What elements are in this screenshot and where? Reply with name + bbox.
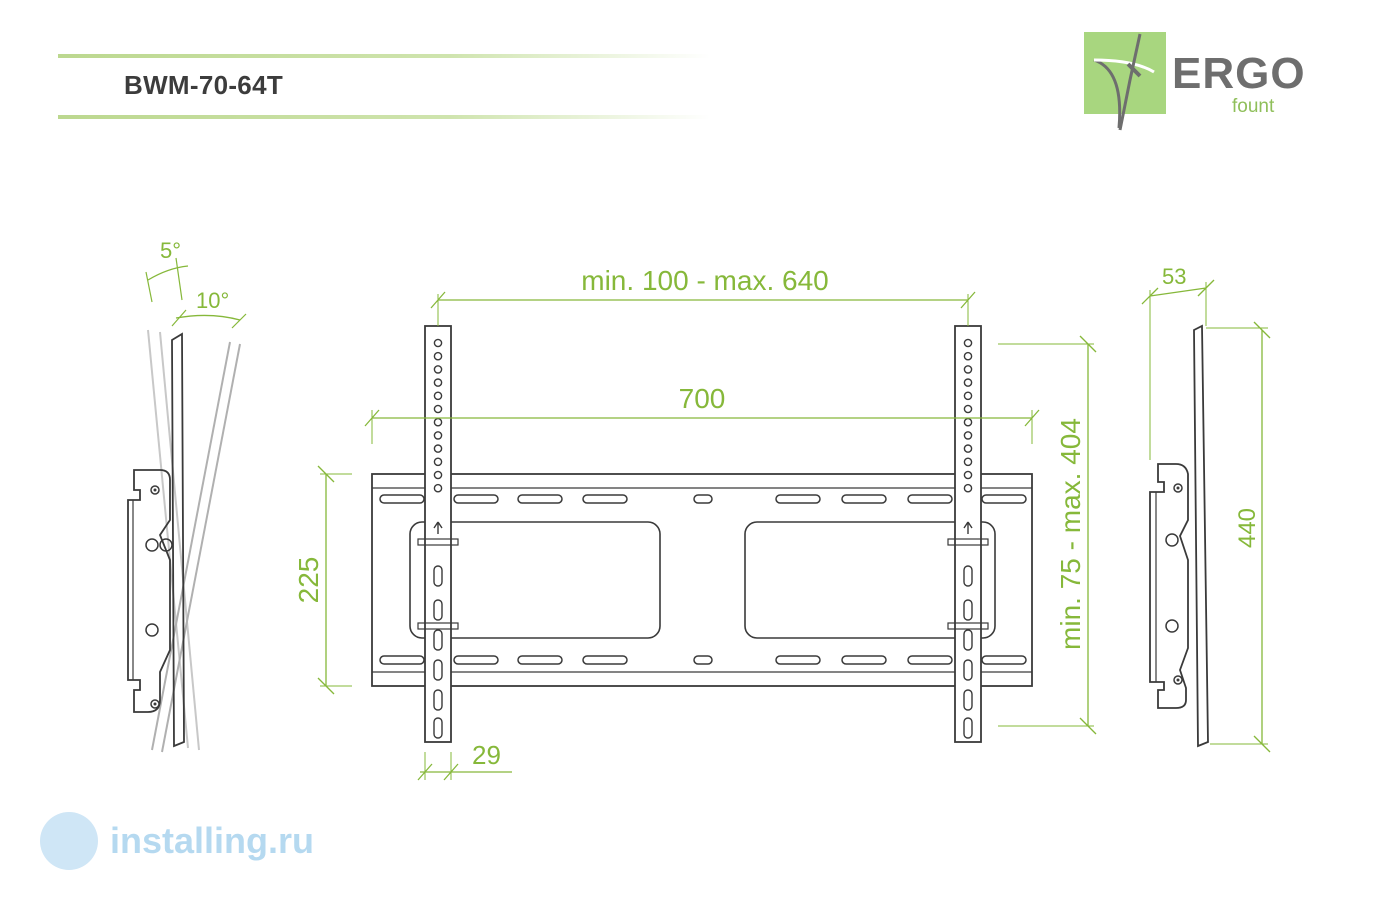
plate-height-label: 225 bbox=[293, 557, 324, 604]
arm-slot-hole bbox=[963, 565, 973, 587]
angle-10-label: 10° bbox=[196, 288, 229, 313]
arm-slot-hole bbox=[963, 659, 973, 681]
plate-width-label: 700 bbox=[679, 383, 726, 414]
arm-bolt bbox=[417, 538, 459, 546]
logo-arm-icon bbox=[1093, 33, 1155, 131]
arm-bolt bbox=[947, 538, 989, 546]
logo-subword: fount bbox=[1232, 96, 1275, 117]
dim-vesa-width bbox=[430, 291, 976, 326]
arm-round-hole bbox=[433, 457, 443, 467]
arm-round-hole bbox=[433, 378, 443, 387]
plate-slots-top bbox=[379, 494, 1027, 504]
watermark-text: installing.ru bbox=[110, 820, 315, 861]
dim-height bbox=[1206, 321, 1271, 753]
arm-round-hole bbox=[963, 378, 973, 387]
arm-round-hole bbox=[433, 365, 443, 374]
dim-plate-height bbox=[317, 465, 352, 695]
arm-bolt bbox=[417, 622, 459, 630]
arm-round-hole bbox=[963, 351, 973, 361]
arm-round-hole bbox=[963, 444, 973, 453]
arm-round-hole bbox=[963, 431, 973, 440]
vesa-height-label: min. 75 - max. 404 bbox=[1055, 418, 1086, 650]
arm-round-hole bbox=[433, 351, 443, 361]
logo-word: ERGO bbox=[1172, 49, 1306, 98]
dim-arm-width bbox=[417, 752, 512, 781]
arm-round-hole bbox=[963, 470, 973, 480]
arm-round-hole bbox=[963, 483, 973, 493]
arm-round-hole bbox=[963, 404, 973, 414]
watermark-logo-icon bbox=[40, 812, 98, 870]
vesa-width-label: min. 100 - max. 640 bbox=[581, 265, 828, 296]
arm-round-hole bbox=[433, 444, 443, 453]
header-rule-bottom bbox=[58, 115, 710, 119]
arm-round-hole bbox=[433, 338, 443, 348]
arm-round-hole bbox=[433, 431, 443, 440]
model-title: BWM-70-64T bbox=[124, 70, 284, 100]
height-label: 440 bbox=[1234, 508, 1261, 548]
angle-5-label: 5° bbox=[160, 238, 181, 263]
arm-slot-hole bbox=[433, 565, 443, 587]
depth-label: 53 bbox=[1162, 264, 1186, 289]
ergofount-logo: ERGO fount bbox=[1084, 30, 1305, 134]
arm-round-hole bbox=[433, 483, 443, 493]
arm-round-hole bbox=[433, 391, 443, 401]
arm-slot-hole bbox=[963, 599, 973, 621]
arm-width-label: 29 bbox=[472, 740, 501, 770]
arm-slot-hole bbox=[963, 689, 973, 711]
plate-slots-bottom bbox=[379, 655, 1027, 665]
arm-round-hole bbox=[963, 391, 973, 401]
dim-depth bbox=[1141, 279, 1215, 460]
arm-round-hole bbox=[433, 470, 443, 480]
arm-slot-hole bbox=[433, 659, 443, 681]
arm-slot-hole bbox=[963, 629, 973, 651]
arm-slot-hole bbox=[433, 717, 443, 739]
arm-round-hole bbox=[963, 338, 973, 348]
arm-round-hole bbox=[963, 365, 973, 374]
dim-plate-width bbox=[364, 409, 1040, 444]
header-rule-top bbox=[58, 54, 710, 58]
front-view bbox=[371, 325, 1033, 743]
watermark: installing.ru bbox=[22, 806, 314, 876]
arm-slot-hole bbox=[963, 717, 973, 739]
arm-bolt bbox=[947, 622, 989, 630]
arm-up-arrow-icon bbox=[433, 521, 443, 534]
arm-up-arrow-icon bbox=[963, 521, 973, 534]
arm-slot-hole bbox=[433, 599, 443, 621]
vertical-arm-left bbox=[417, 325, 459, 743]
side-view-tilt bbox=[127, 257, 247, 753]
arm-slot-hole bbox=[433, 689, 443, 711]
side-view-profile bbox=[1149, 324, 1209, 748]
arm-slot-hole bbox=[433, 629, 443, 651]
arm-round-hole bbox=[433, 404, 443, 414]
dim-vesa-height bbox=[998, 335, 1097, 735]
arm-round-hole bbox=[963, 457, 973, 467]
